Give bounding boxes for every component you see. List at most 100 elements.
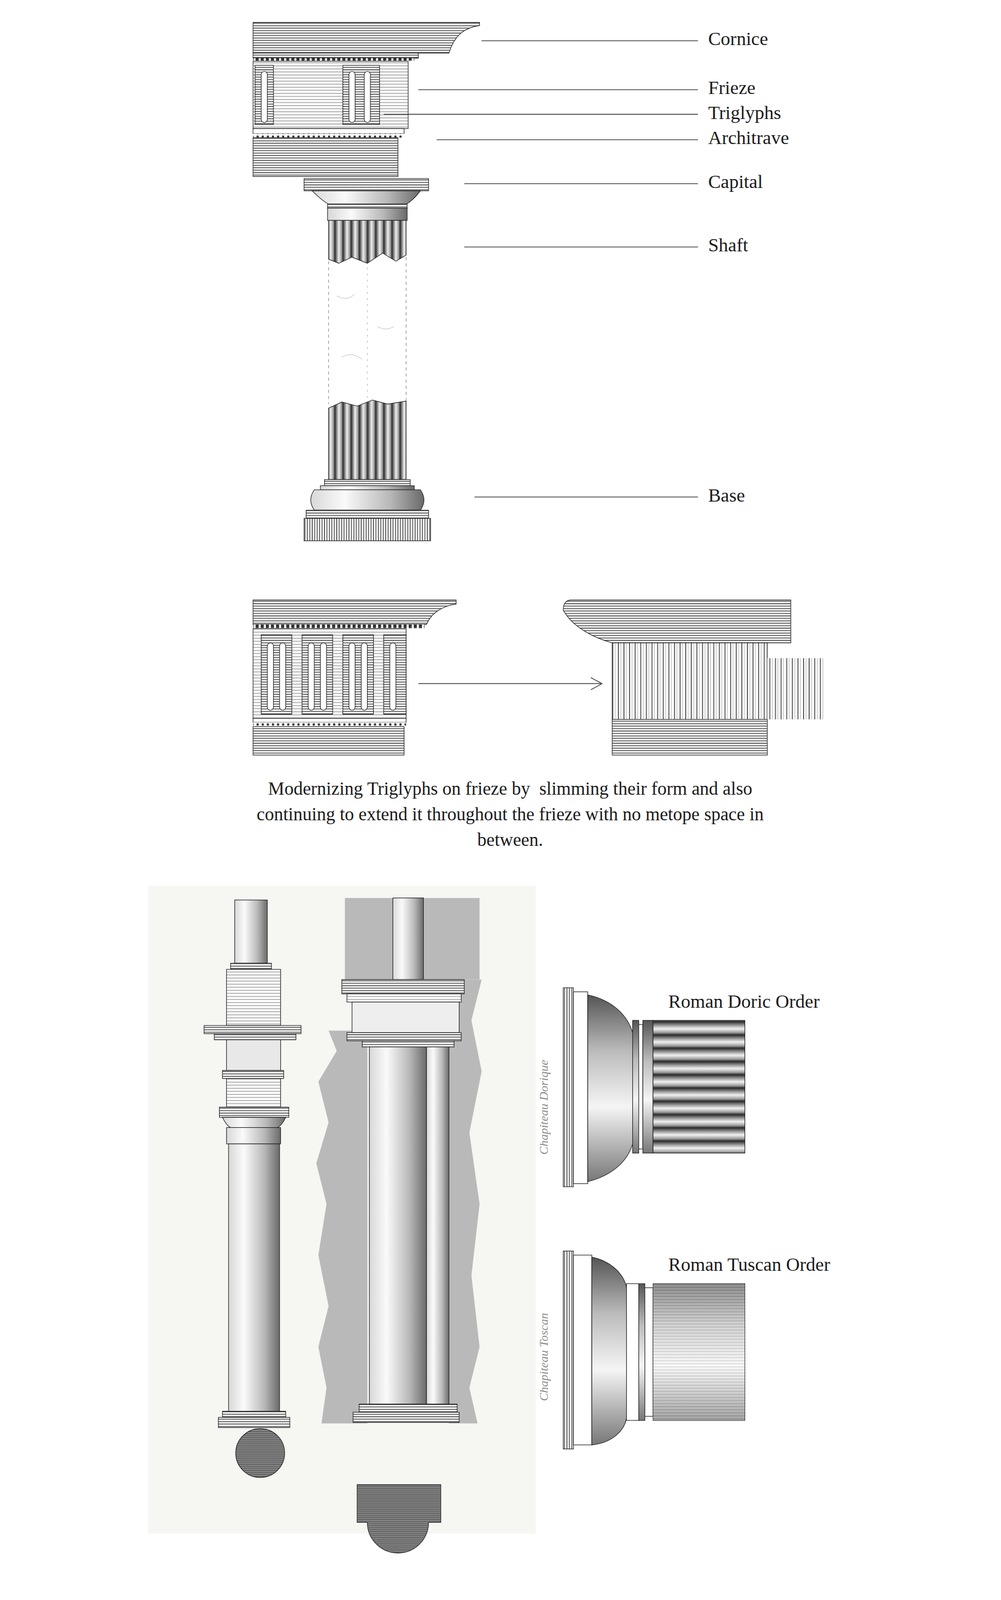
engaged-column [342,979,465,994]
traditional-entablature [253,628,406,718]
pedestal-column [204,899,301,1478]
doric-shaft [405,256,407,403]
doric-entablature [253,22,480,53]
doric-entablature [253,133,405,138]
doric-shaft [328,399,406,480]
doric-shaft [328,261,329,405]
engaged-column [359,1404,458,1413]
leader-line [383,114,698,115]
traditional-entablature [301,634,333,715]
modern-entablature [612,719,768,756]
traditional-entablature [253,624,425,629]
pedestal-column [226,1127,281,1144]
modern-entablature [563,600,825,756]
traditional-entablature [383,634,406,715]
leader-line [436,139,698,141]
doric-capital [327,204,408,208]
doric-capital-profile [638,1024,643,1149]
doric-capital-profile [652,1020,745,1154]
doric-capital-profile [587,994,633,1182]
tuscan-capital-profile [573,1255,592,1445]
pedestal-column [218,1417,290,1428]
engaged-column [347,993,462,1003]
order-label: Roman Tuscan Order [666,1253,833,1277]
transform-arrow [418,677,602,690]
order-label: Roman Doric Order [666,990,822,1014]
doric-entablature [253,52,419,58]
doric-entablature [253,128,405,134]
doric-capital [311,190,420,205]
engaged-column [352,1002,460,1033]
doric-base [304,479,431,541]
doric-capital-profile [632,1020,639,1154]
modern-entablature [767,657,825,720]
tuscan-capital-profile [563,1250,746,1449]
doric-entablature [253,137,399,177]
part-label: Triglyphs [707,101,781,125]
part-label: Cornice [707,27,768,51]
doric-entablature [255,65,274,125]
doric-shaft [337,293,395,359]
plate-inscription: Chapiteau Toscan [536,1312,552,1402]
pedestal-column [230,963,272,970]
doric-capital [304,178,429,221]
tuscan-capital-profile [645,1287,654,1417]
part-label: Frieze [707,76,756,100]
modern-entablature [612,642,768,720]
engaged-column [426,1047,449,1405]
engaged-column [316,1030,368,1424]
traditional-entablature [253,726,405,755]
leader-line [464,183,698,185]
traditional-entablature [361,642,368,711]
tuscan-capital-profile [591,1257,627,1446]
pedestal-column [234,899,268,964]
pedestal-column [214,1033,296,1040]
traditional-entablature [261,634,292,715]
doric-capital-profile [563,987,746,1187]
traditional-entablature [253,600,457,756]
pedestal-column [222,1117,286,1128]
traditional-entablature [389,642,396,711]
pedestal-column [219,1107,290,1118]
transform-arrow [590,677,602,690]
leader-line [481,40,698,42]
doric-base [320,485,415,490]
engaged-column [362,1041,454,1048]
pedestal-column [222,1411,286,1418]
pedestal-column [204,1025,301,1034]
traditional-entablature [279,642,286,711]
engaged-column [344,898,480,980]
traditional-entablature [308,642,315,711]
doric-base [305,509,429,519]
part-label: Architrave [707,126,789,150]
tuscan-capital-profile [626,1283,639,1421]
traditional-entablature [253,600,457,625]
doric-base [324,479,410,486]
traditional-entablature [343,634,374,715]
tuscan-capital-profile [652,1283,745,1421]
modern-entablature [563,600,791,643]
plate-ground [147,885,536,1534]
leader-line [464,246,698,247]
tuscan-capital-profile [652,1283,745,1421]
plate-inscription: Chapiteau Dorique [536,1059,552,1156]
leader-line [474,496,698,498]
tuscan-capital-profile [638,1283,646,1421]
traditional-entablature [253,722,406,727]
doric-entablature [343,65,380,125]
traditional-entablature [267,642,274,711]
doric-entablature [364,71,371,123]
doric-shaft [328,220,406,264]
doric-shaft [367,267,368,401]
engaged-column [357,1484,441,1554]
traditional-entablature [253,718,406,723]
traditional-entablature [349,642,356,711]
doric-entablature [253,22,480,177]
doric-base [304,518,431,541]
doric-entablature [253,61,409,129]
doric-entablature [253,58,415,62]
doric-capital-profile [642,1020,653,1154]
traditional-entablature [320,642,327,711]
